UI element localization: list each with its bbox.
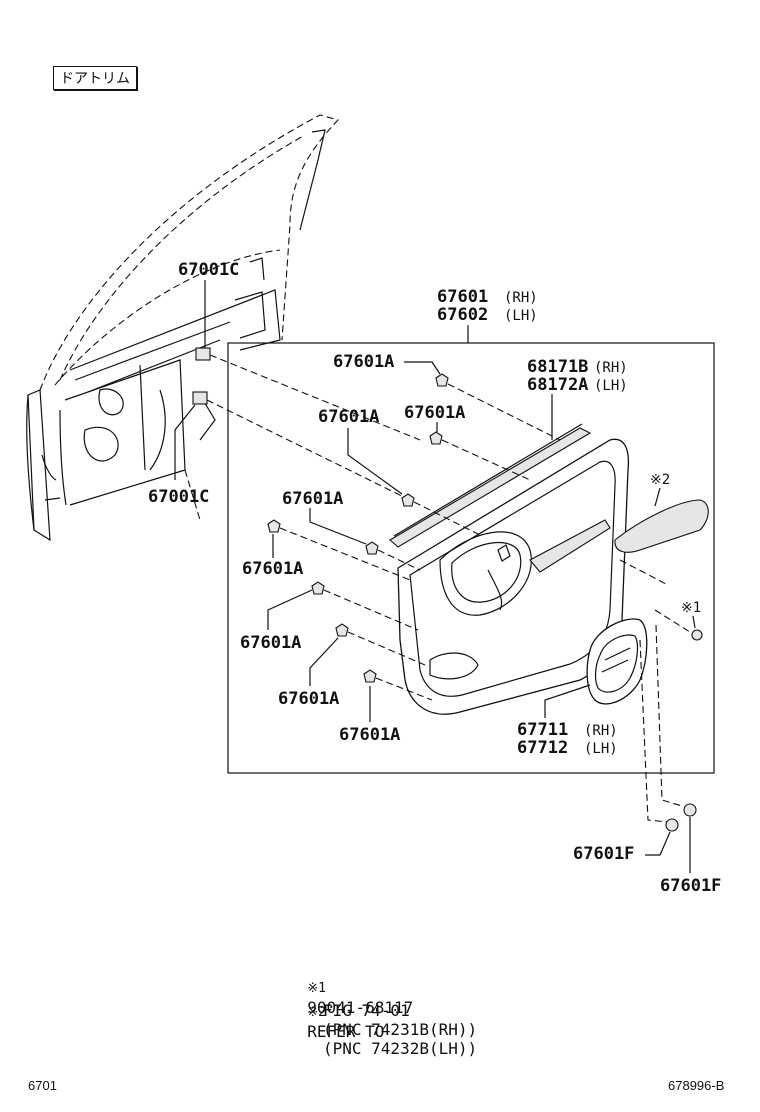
label-a1: 67601A (333, 352, 394, 372)
label-68171B-suffix: (RH) (594, 360, 628, 376)
label-67712-suffix: (LH) (584, 741, 618, 757)
belt-moulding-68171B (389, 423, 592, 548)
note-2-line2: FIG 74-01 (323, 1001, 410, 1020)
note-1: ※1 90041-68117 (288, 958, 413, 1017)
clip-67001C-top (195, 347, 211, 361)
label-a2: 67601A (404, 403, 465, 423)
handle-bezel-67711 (586, 618, 648, 705)
label-67711: 67711 (517, 720, 568, 740)
note-1-text: 90041-68117 (307, 998, 414, 1017)
label-a5: 67601A (242, 559, 303, 579)
label-67001C-top: 67001C (178, 260, 239, 280)
note-2-mark: ※2 (307, 1005, 326, 1020)
door-frame-illustration (26, 114, 340, 542)
clip-67001C-bottom (192, 391, 208, 405)
mark-1: ※1 (681, 600, 701, 616)
label-a4: 67601A (282, 489, 343, 509)
label-f1: 67601F (573, 844, 634, 864)
note-2-line4: (PNC 74232B(LH)) (323, 1039, 478, 1058)
clip-a3 (401, 493, 415, 507)
clip-a6 (311, 581, 325, 595)
label-67602-suffix: (LH) (504, 308, 538, 324)
note-2: ※2 REFER TO (288, 982, 384, 1041)
label-67711-suffix: (RH) (584, 723, 618, 739)
label-68172A-suffix: (LH) (594, 378, 628, 394)
assembly-box (227, 342, 715, 774)
label-67601-suffix: (RH) (504, 290, 538, 306)
mark-2: ※2 (650, 472, 670, 488)
label-67712: 67712 (517, 738, 568, 758)
label-a3: 67601A (318, 407, 379, 427)
clip-a7 (335, 623, 349, 637)
page-code: 6701 (28, 1078, 57, 1093)
label-68171B: 68171B (527, 357, 588, 377)
clip-f1 (665, 818, 679, 832)
label-a6: 67601A (240, 633, 301, 653)
label-f2: 67601F (660, 876, 721, 896)
note-2-line1: REFER TO (307, 1022, 385, 1041)
armrest-pad (614, 499, 709, 553)
clip-f2 (683, 803, 697, 817)
section-title: ドアトリム (53, 66, 137, 90)
clip-a2 (429, 431, 443, 445)
label-a8: 67601A (339, 725, 400, 745)
label-67601: 67601 (437, 287, 488, 307)
clip-a1 (435, 373, 449, 387)
clip-a5 (267, 519, 281, 533)
clip-a8 (363, 669, 377, 683)
label-67602: 67602 (437, 305, 488, 325)
label-67001C-bottom: 67001C (148, 487, 209, 507)
note-2-line3: (PNC 74231B(RH)) (323, 1020, 478, 1039)
screw-90041 (691, 629, 703, 641)
clip-a4 (365, 541, 379, 555)
label-68172A: 68172A (527, 375, 588, 395)
illustration-id: 678996-B (668, 1078, 725, 1093)
note-1-mark: ※1 (307, 981, 326, 996)
label-a7: 67601A (278, 689, 339, 709)
